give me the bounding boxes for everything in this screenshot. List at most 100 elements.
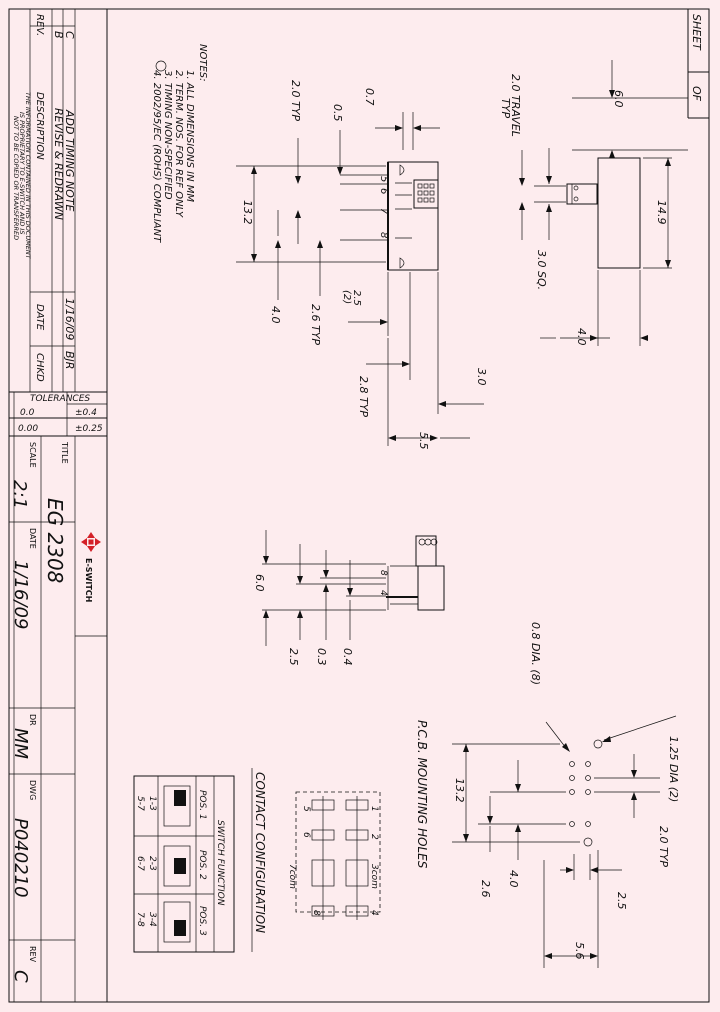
pos-1-label: POS. 1 bbox=[197, 790, 207, 820]
front-view: 5 6 7 8 0.7 0.5 2.0 TYP 13.2 4.0 bbox=[236, 80, 488, 450]
dim-side-6-0: 6.0 bbox=[253, 574, 266, 592]
dim-side-0-4: 0.4 bbox=[341, 648, 354, 666]
pos-2-label: POS. 2 bbox=[197, 850, 207, 880]
dim-front-0-7: 0.7 bbox=[363, 88, 376, 106]
note-1: 1. ALL DIMENSIONS IN MM bbox=[184, 70, 195, 202]
contact-label-6: 6 bbox=[301, 832, 311, 838]
dim-pcb-2-6: 2.6 bbox=[479, 880, 492, 898]
contact-label-3com: 3com bbox=[369, 864, 379, 889]
contact-title: CONTACT CONFIGURATION bbox=[253, 772, 267, 933]
scale-label: SCALE bbox=[28, 442, 37, 468]
dim-pcb-0-8-dia: 0.8 DIA. (8) bbox=[529, 622, 542, 685]
pcb-hole bbox=[585, 821, 591, 827]
dim-top-3-0-sq: 3.0 SQ. bbox=[535, 250, 548, 290]
top-view: 6.0 14.9 2.0 TRAVEL TYP 3.0 SQ. 4.0 bbox=[499, 60, 688, 346]
dim-pcb-2-5: 2.5 bbox=[615, 892, 628, 910]
pcb-hole bbox=[569, 789, 575, 795]
logo-text: E-SWITCH bbox=[84, 558, 93, 602]
dim-side-2-5: 2.5 bbox=[287, 648, 300, 666]
sheet-label: SHEET bbox=[690, 14, 703, 51]
sheet-border bbox=[8, 8, 710, 1003]
sheet-of-label: OF bbox=[690, 86, 703, 102]
rev-label: REV bbox=[28, 946, 37, 963]
note-2: 2. TERM. NOS. FOR REF ONLY bbox=[173, 70, 184, 218]
contact-label-7com: 7com bbox=[287, 864, 297, 889]
pos-1-connection-b: 5-7 bbox=[135, 796, 145, 811]
pin-label-7: 7 bbox=[378, 208, 389, 215]
tolerance-format-1: 0.0 bbox=[20, 408, 35, 418]
switch-function-title: SWITCH FUNCTION bbox=[215, 820, 225, 906]
dim-front-0-5: 0.5 bbox=[331, 104, 344, 122]
chkd-col-header: CHKD bbox=[34, 353, 45, 382]
revision-letter: C bbox=[10, 970, 31, 983]
pos-1-connection-a: 1-3 bbox=[147, 796, 157, 811]
contact-label-4: 4 bbox=[369, 910, 379, 916]
dim-top-4-0: 4.0 bbox=[575, 328, 588, 346]
rev-row-c-description: ADD TIMING NOTE bbox=[63, 109, 76, 212]
desc-col-header: DESCRIPTION bbox=[34, 92, 45, 160]
e-switch-logo-mark bbox=[81, 532, 101, 552]
pos-2-diagram bbox=[163, 845, 191, 887]
notes-title: NOTES: bbox=[197, 44, 208, 82]
date-col-header: DATE bbox=[34, 304, 45, 331]
pcb-hole bbox=[585, 789, 591, 795]
drawing-title: EG 2308 bbox=[43, 498, 67, 583]
pos-3-label: POS. 3 bbox=[197, 906, 207, 936]
scale-value: 2:1 bbox=[9, 480, 30, 509]
pcb-title: P.C.B. MOUNTING HOLES bbox=[415, 720, 429, 869]
rev-row-c-date: 1/16/09 bbox=[63, 298, 76, 340]
note-4: 4. 2002/95/EC (ROHS) COMPLIANT bbox=[151, 70, 162, 243]
contact-configuration: CONTACT CONFIGURATION 1 2 3com 4 5 6 7co… bbox=[251, 768, 381, 952]
pin-label-5: 5 bbox=[378, 176, 389, 182]
dim-top-6-0: 6.0 bbox=[612, 90, 625, 108]
side-view: 8 4 6.0 2.5 0.3 0.4 bbox=[253, 530, 445, 666]
dim-top-14-9: 14.9 bbox=[655, 200, 668, 225]
dim-pcb-2-0-typ: 2.0 TYP bbox=[657, 826, 670, 867]
dim-side-0-3: 0.3 bbox=[315, 648, 328, 666]
pos-2-connection-a: 2-3 bbox=[147, 856, 157, 871]
drawing-date: 1/16/09 bbox=[10, 560, 31, 629]
pcb-layout: P.C.B. MOUNTING HOLES 0.8 DIA. (8) 1.25 … bbox=[415, 622, 680, 968]
tolerances-block: TOLERANCES 0.0 ±0.4 0.00 ±0.25 bbox=[18, 392, 107, 436]
title-block: TITLE EG 2308 SCALE 2:1 DATE 1/16/09 DR … bbox=[9, 436, 107, 1002]
dim-pcb-5-6: 5.6 bbox=[573, 942, 586, 960]
rev-row-b-rev: B bbox=[52, 31, 65, 39]
tolerance-value-2: ±0.25 bbox=[75, 424, 103, 434]
side-pin-4: 4 bbox=[378, 590, 388, 596]
e-switch-logo: E-SWITCH bbox=[81, 532, 101, 602]
dim-front-2-0-typ: 2.0 TYP bbox=[289, 80, 302, 121]
tolerance-value-1: ±0.4 bbox=[75, 408, 97, 418]
proprietary-line-1: THE INFORMATION CONTAINED IN THIS DOCUME… bbox=[24, 92, 32, 260]
pcb-hole bbox=[569, 775, 575, 781]
proprietary-line-2: IS PROPRIETARY TO E-SWITCH AND IS bbox=[18, 112, 26, 234]
dim-front-2-6-typ: 2.6 TYP bbox=[309, 304, 322, 345]
proprietary-line-3: NOT TO BE COPIED OR TRANSFERRED bbox=[12, 116, 20, 240]
tolerances-title: TOLERANCES bbox=[30, 394, 90, 404]
rev-row-b-description: REVISE & REDRAWN bbox=[52, 108, 65, 220]
rev-col-header: REV. bbox=[34, 14, 45, 36]
side-pin-8: 8 bbox=[378, 570, 388, 576]
dim-front-3-0: 3.0 bbox=[475, 368, 488, 386]
drawn-by: MM bbox=[10, 728, 31, 760]
pin-label-8: 8 bbox=[378, 232, 389, 238]
rev-row-c-chkd: BJR bbox=[63, 351, 76, 369]
dim-front-13-2: 13.2 bbox=[241, 200, 254, 225]
pcb-mount-hole bbox=[583, 837, 593, 847]
drawing-number: P040210 bbox=[10, 818, 31, 898]
switch-function-table: SWITCH FUNCTION POS. 1 POS. 2 POS. 3 1-3… bbox=[133, 775, 235, 953]
pcb-mount-hole bbox=[593, 739, 603, 749]
rev-row-c-rev: C bbox=[63, 31, 76, 39]
pos-3-diagram bbox=[163, 901, 191, 943]
pos-1-diagram bbox=[163, 785, 191, 827]
pos-3-connection-a: 3-4 bbox=[147, 912, 157, 927]
note-3-marker bbox=[155, 60, 167, 72]
pos-2-connection-b: 6-7 bbox=[135, 856, 145, 871]
dwg-label: DWG bbox=[28, 780, 37, 800]
dim-front-2-8-typ: 2.8 TYP bbox=[357, 376, 370, 417]
dim-front-2-5-count: (2) bbox=[341, 290, 352, 304]
pos-3-connection-b: 7-8 bbox=[135, 912, 145, 927]
drawn-by-label: DR bbox=[28, 714, 37, 726]
dim-front-5-5: 5.5 bbox=[417, 432, 430, 450]
contact-label-2: 2 bbox=[369, 834, 379, 840]
